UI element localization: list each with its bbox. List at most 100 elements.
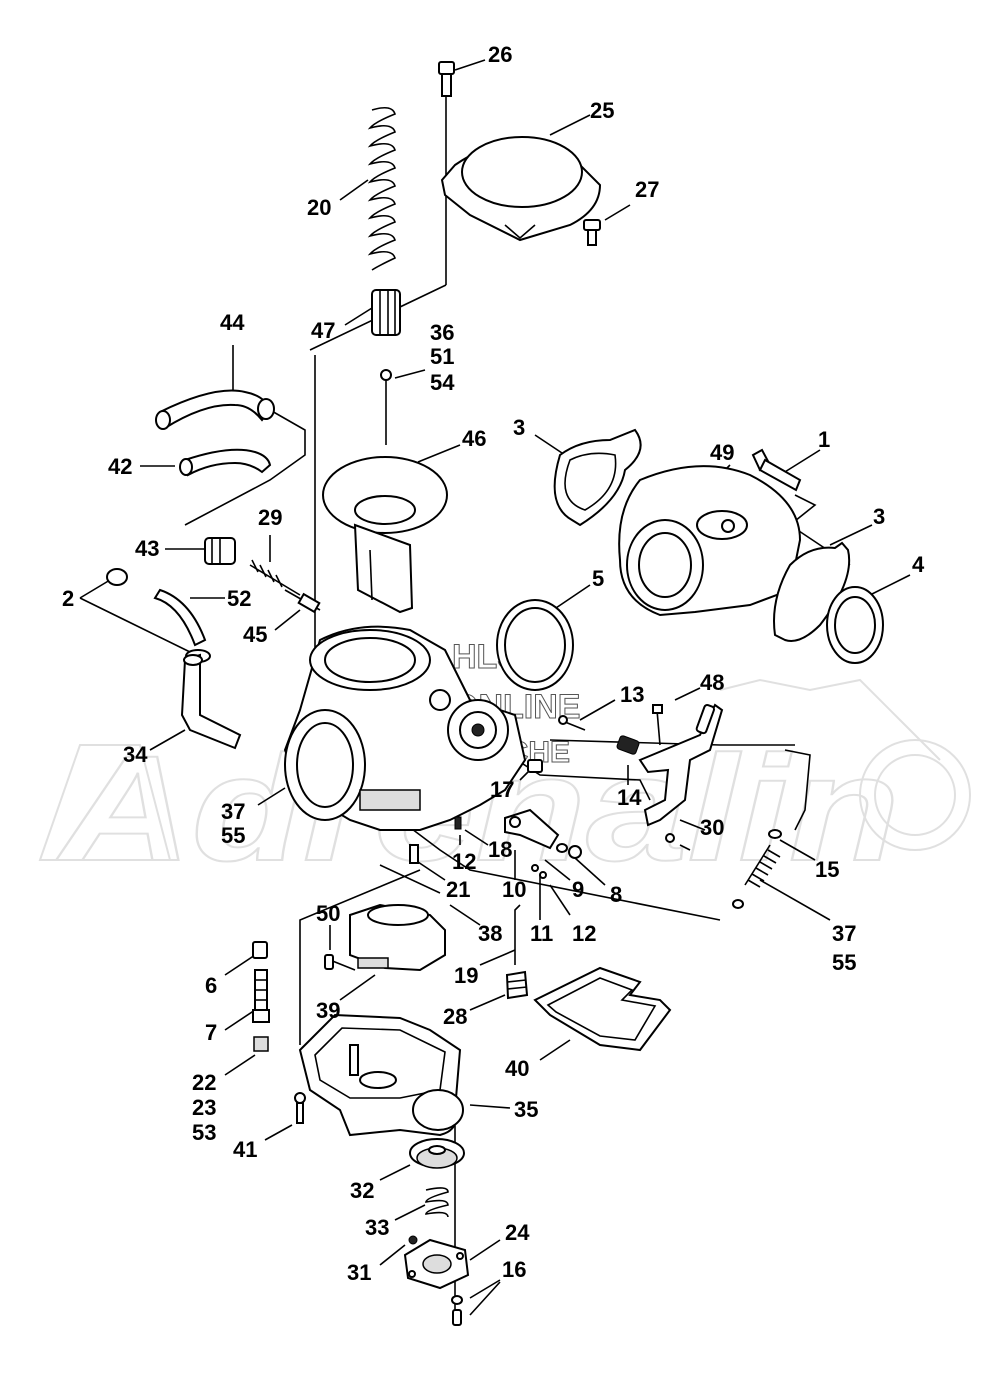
callout-42: 42: [108, 454, 132, 479]
callout-22: 22: [192, 1070, 216, 1095]
callout-labels: 26 25 27 20 47 36 51 54 44 42 46 3 49 1 …: [62, 42, 925, 1285]
callout-46: 46: [462, 426, 486, 451]
callout-16: 16: [502, 1257, 526, 1282]
pump-cover-screws: [451, 1295, 463, 1326]
callout-15: 15: [815, 857, 839, 882]
throttle-bracket: [638, 703, 724, 827]
bracket-screw: [665, 833, 691, 851]
throttle-shaft-washer: [527, 759, 543, 773]
float-bowl: [298, 1013, 464, 1137]
callout-32: 32: [350, 1178, 374, 1203]
callout-52: 52: [227, 586, 251, 611]
callout-51: 51: [430, 344, 454, 369]
enrichener: [284, 589, 321, 614]
intake-manifold: [618, 465, 802, 617]
callout-33: 33: [365, 1215, 389, 1240]
check-valve: [408, 1235, 418, 1245]
pump-rod: [514, 904, 521, 965]
intake-gasket-right: [773, 541, 851, 642]
float-pin: [409, 844, 419, 864]
callout-2: 2: [62, 586, 74, 611]
callout-10: 10: [502, 877, 526, 902]
callout-27: 27: [635, 177, 659, 202]
hose-fitting: [204, 537, 236, 565]
stop-screw-spring: [616, 735, 640, 755]
pump-boot: [505, 970, 529, 1000]
rod-spring: [732, 829, 782, 909]
pump-cover: [403, 1238, 470, 1290]
callout-36: 36: [430, 320, 454, 345]
callout-49: 49: [710, 440, 734, 465]
callout-55-right: 55: [832, 950, 856, 975]
callout-40: 40: [505, 1056, 529, 1081]
needle-valve: [324, 954, 334, 970]
fuel-hose: [153, 588, 207, 647]
callout-38: 38: [478, 921, 502, 946]
main-jet-assembly: [252, 941, 270, 1052]
callout-30: 30: [700, 815, 724, 840]
pump-spring: [425, 1187, 449, 1218]
callout-23: 23: [192, 1095, 216, 1120]
callout-14: 14: [617, 785, 642, 810]
callout-19: 19: [454, 963, 478, 988]
callout-39: 39: [316, 998, 340, 1023]
callout-18: 18: [488, 837, 512, 862]
callout-41: 41: [233, 1137, 257, 1162]
callout-35: 35: [514, 1097, 538, 1122]
callout-20: 20: [307, 195, 331, 220]
manifold-bolt: [751, 448, 802, 492]
lever-screw: [454, 816, 462, 830]
jet-needle: [380, 369, 392, 445]
callout-7: 7: [205, 1020, 217, 1045]
callout-11: 11: [530, 921, 553, 946]
callout-48: 48: [700, 670, 724, 695]
bowl-screw: [294, 1092, 306, 1124]
callout-12-top: 12: [452, 849, 476, 874]
float-bowl-gasket: [533, 966, 672, 1052]
callout-24: 24: [505, 1220, 530, 1245]
callout-29: 29: [258, 505, 282, 530]
callout-17: 17: [490, 777, 514, 802]
hose-clamp: [106, 568, 211, 663]
callout-3-right: 3: [873, 504, 885, 529]
callout-34: 34: [123, 742, 148, 767]
callout-8: 8: [610, 882, 622, 907]
accelerator-pump-lever: [504, 808, 560, 850]
callout-45: 45: [243, 622, 267, 647]
callout-6: 6: [205, 973, 217, 998]
callout-9: 9: [572, 877, 584, 902]
intake-gasket-left: [553, 428, 642, 527]
callout-3-left: 3: [513, 415, 525, 440]
idle-screw: [249, 559, 301, 596]
spring-seat: [371, 289, 401, 336]
parts: [106, 61, 884, 1326]
overflow-hose: [179, 448, 272, 477]
slide-spring: [367, 106, 396, 271]
callout-54: 54: [430, 370, 455, 395]
callout-1: 1: [818, 427, 830, 452]
callout-12-bottom: 12: [572, 921, 596, 946]
callout-5: 5: [592, 566, 604, 591]
float: [349, 903, 446, 972]
callout-47: 47: [311, 318, 335, 343]
callout-50: 50: [316, 901, 340, 926]
callout-21: 21: [446, 877, 470, 902]
pump-lever-washers: [556, 843, 582, 859]
callout-31: 31: [347, 1260, 371, 1285]
callout-28: 28: [443, 1004, 467, 1029]
pivot-pin: [379, 864, 441, 894]
top-cover: [440, 136, 602, 242]
callout-13: 13: [620, 682, 644, 707]
fuel-inlet-fitting: [180, 653, 242, 750]
pump-rod-parts: [531, 864, 547, 879]
body-seal: [496, 599, 574, 691]
carburetor-body: [283, 625, 527, 831]
callout-43: 43: [135, 536, 159, 561]
callout-37-top: 37: [221, 799, 245, 824]
vent-hose: [155, 389, 275, 430]
callout-26: 26: [488, 42, 512, 67]
top-screw: [438, 61, 455, 97]
callout-55-top: 55: [221, 823, 245, 848]
